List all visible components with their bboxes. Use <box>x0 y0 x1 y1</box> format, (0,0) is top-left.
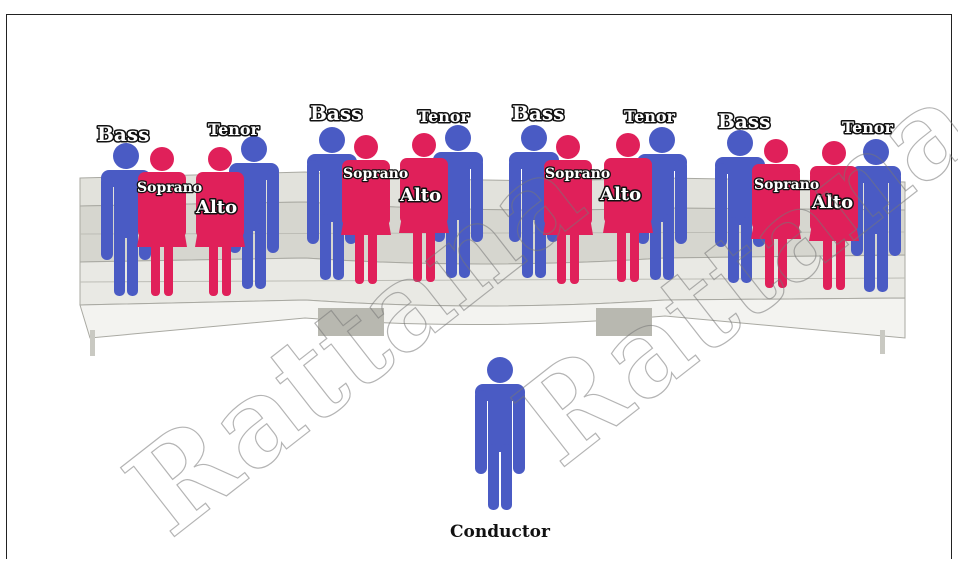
soprano-label-4: Soprano <box>754 177 819 193</box>
riser-leg-right <box>880 330 885 354</box>
bass-label-3: Bass <box>512 101 564 125</box>
soprano-label-1: Soprano <box>137 180 202 196</box>
image-frame <box>6 14 952 559</box>
tenor-label-3: Tenor <box>624 107 676 126</box>
riser-support-right <box>596 308 652 336</box>
soprano-label-3: Soprano <box>545 166 610 182</box>
alto-label-4: Alto <box>811 192 853 213</box>
alto-label-1: Alto <box>195 197 237 218</box>
tenor-label-1: Tenor <box>208 120 260 139</box>
choir-risers <box>79 171 906 356</box>
soprano-label-2: Soprano <box>343 166 408 182</box>
alto-label-3: Alto <box>599 184 641 205</box>
alto-label-2: Alto <box>399 185 441 206</box>
tenor-label-2: Tenor <box>418 107 470 126</box>
riser-leg-left <box>90 330 95 356</box>
bass-label-2: Bass <box>310 101 362 125</box>
conductor-label: Conductor <box>450 522 550 542</box>
bass-label-4: Bass <box>718 109 770 133</box>
tenor-label-4: Tenor <box>842 118 894 137</box>
riser-support-left <box>318 308 384 336</box>
bass-label-1: Bass <box>97 122 149 146</box>
riser-front-face <box>79 297 906 339</box>
